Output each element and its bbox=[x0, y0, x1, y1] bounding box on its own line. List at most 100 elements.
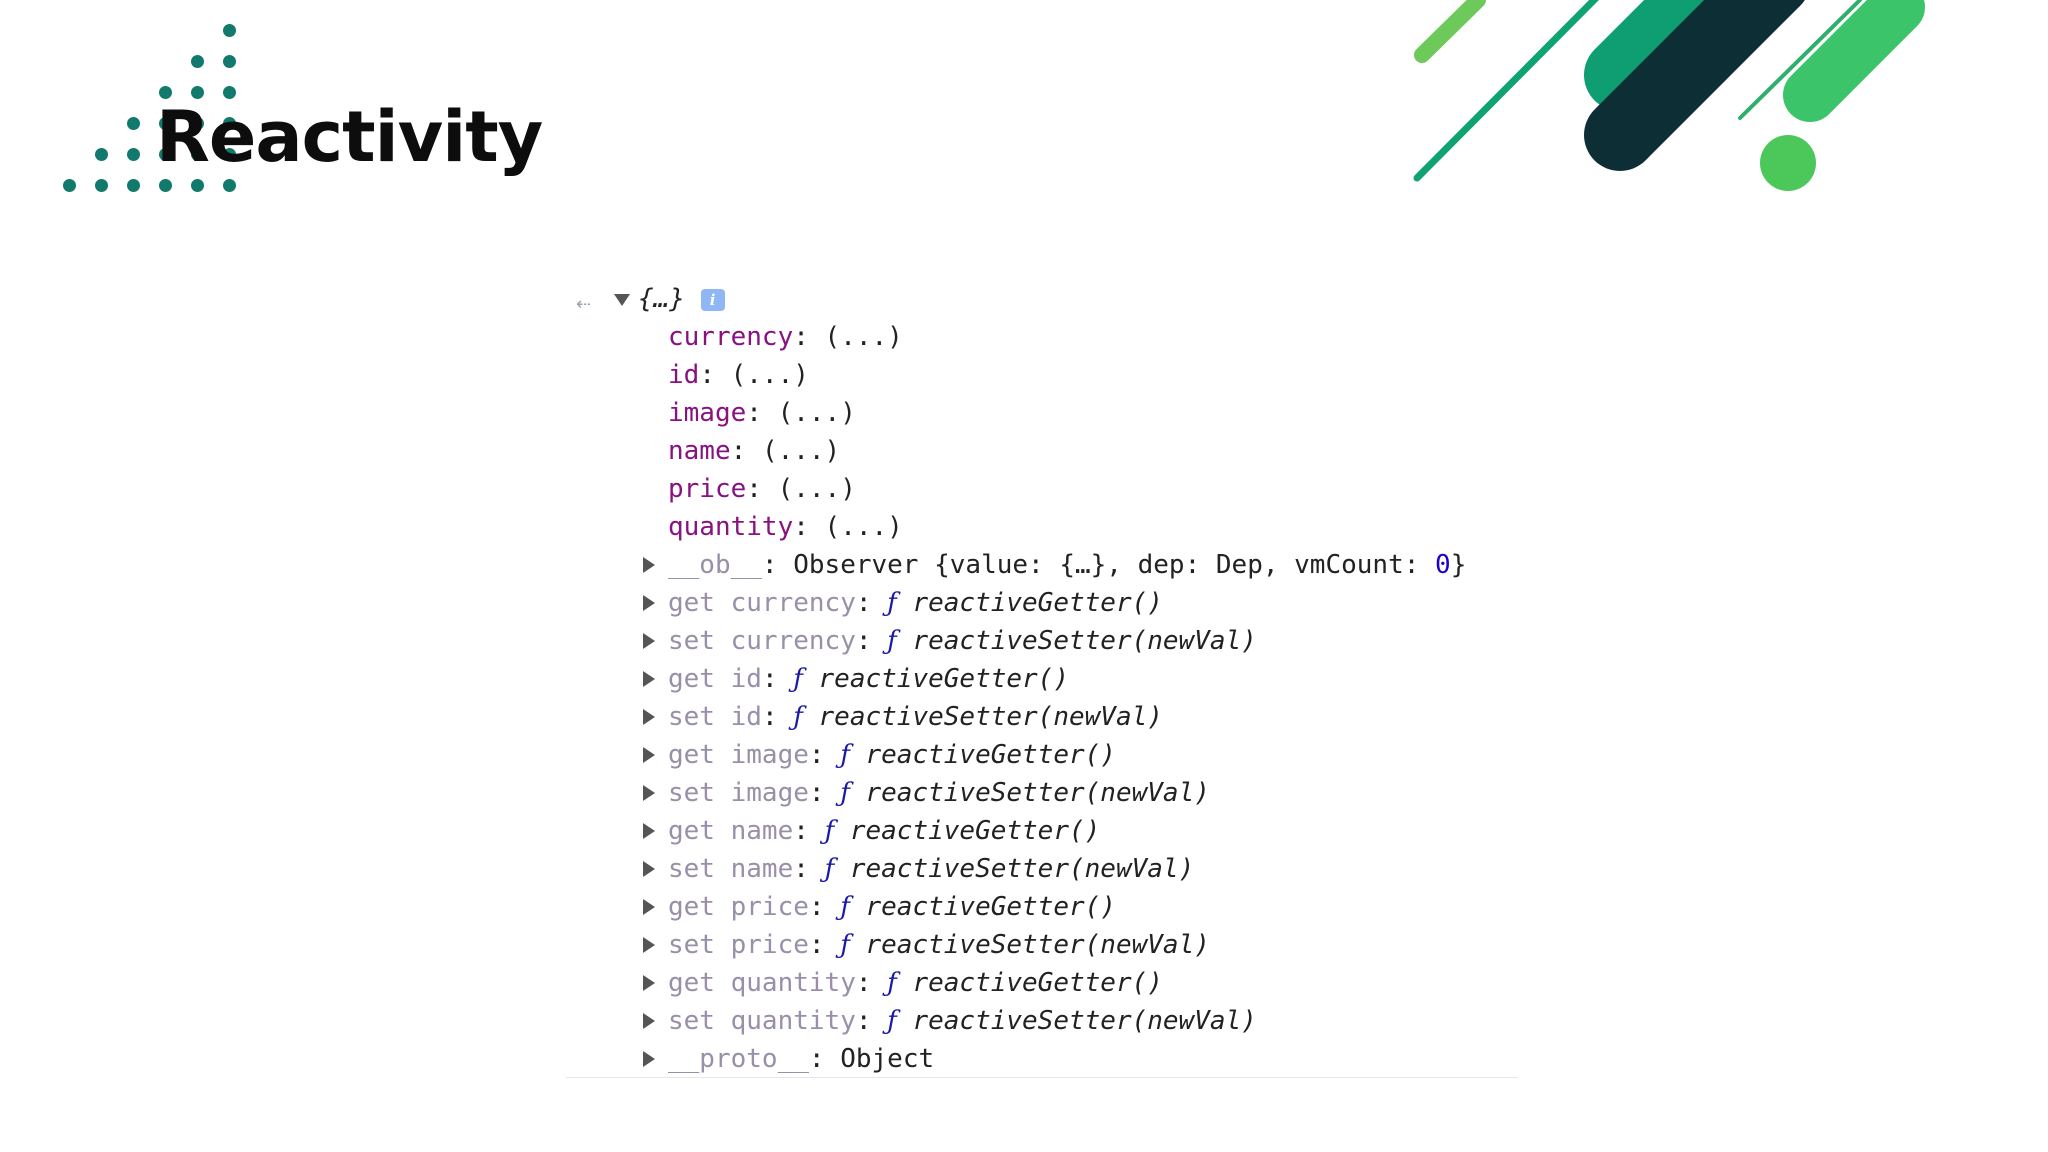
property-key: price bbox=[668, 474, 747, 504]
expand-triangle-icon[interactable] bbox=[643, 975, 655, 991]
property-key: quantity bbox=[668, 512, 794, 542]
decorative-dot bbox=[159, 86, 172, 99]
object-root-row[interactable]: ⇠ {…} i bbox=[566, 280, 766, 318]
accessor-name: image bbox=[730, 740, 809, 770]
property-colon: : bbox=[730, 436, 762, 466]
accessor-space bbox=[715, 588, 731, 618]
accessor-space bbox=[715, 854, 731, 884]
property-colon: : bbox=[793, 512, 825, 542]
property-row: currency: (...) bbox=[668, 318, 903, 356]
property-row: image: (...) bbox=[668, 394, 856, 432]
accessor-space bbox=[715, 626, 731, 656]
result-arrow-icon: ⇠ bbox=[576, 294, 592, 315]
observer-space bbox=[918, 550, 934, 580]
expandable-row[interactable]: set currency: ƒ reactiveSetter(newVal) bbox=[566, 622, 1466, 660]
accessor-function: reactiveSetter(newVal) bbox=[912, 626, 1257, 656]
expandable-row[interactable]: set name: ƒ reactiveSetter(newVal) bbox=[566, 850, 1466, 888]
expandable-row[interactable]: set price: ƒ reactiveSetter(newVal) bbox=[566, 926, 1466, 964]
accessor-space2 bbox=[897, 626, 913, 656]
function-symbol: ƒ bbox=[887, 626, 897, 656]
accessor-function: reactiveGetter() bbox=[865, 892, 1116, 922]
info-icon[interactable]: i bbox=[700, 288, 725, 311]
expandable-row[interactable]: __proto__: Object bbox=[566, 1040, 1466, 1078]
expandable-row[interactable]: set image: ƒ reactiveSetter(newVal) bbox=[566, 774, 1466, 812]
expand-triangle-icon[interactable] bbox=[643, 823, 655, 839]
accessor-function: reactiveSetter(newVal) bbox=[849, 854, 1195, 884]
decorative-dot bbox=[127, 117, 140, 130]
accessor-colon: : bbox=[793, 816, 825, 846]
expandable-row[interactable]: set quantity: ƒ reactiveSetter(newVal) bbox=[566, 1002, 1466, 1040]
expand-triangle-icon[interactable] bbox=[643, 633, 655, 649]
accessor-prefix: set bbox=[668, 778, 715, 808]
accessor-prefix: set bbox=[668, 930, 715, 960]
expand-triangle-icon[interactable] bbox=[643, 595, 655, 611]
decorative-dot bbox=[95, 148, 108, 161]
decorative-dot bbox=[127, 148, 140, 161]
expand-triangle-icon[interactable] bbox=[643, 557, 655, 573]
property-value[interactable]: (...) bbox=[824, 512, 903, 542]
accessor-colon: : bbox=[855, 968, 888, 998]
expandable-row[interactable]: __ob__: Observer {value: {…}, dep: Dep, … bbox=[566, 546, 1466, 584]
accessor-prefix: set bbox=[668, 1006, 715, 1036]
property-value[interactable]: (...) bbox=[761, 436, 841, 466]
expandable-row[interactable]: set id: ƒ reactiveSetter(newVal) bbox=[566, 698, 1466, 736]
decorative-dot bbox=[191, 117, 204, 130]
expand-triangle-icon[interactable] bbox=[643, 671, 655, 687]
expand-triangle-icon[interactable] bbox=[643, 1013, 655, 1029]
accessor-function: reactiveGetter() bbox=[912, 588, 1163, 618]
accessor-space bbox=[715, 740, 731, 770]
accessor-colon: : bbox=[761, 664, 794, 694]
expandable-row[interactable]: get quantity: ƒ reactiveGetter() bbox=[566, 964, 1466, 1002]
accessor-space2 bbox=[850, 892, 866, 922]
expand-triangle-icon[interactable] bbox=[643, 785, 655, 801]
accessor-name: currency bbox=[730, 588, 856, 618]
expandable-row[interactable]: get id: ƒ reactiveGetter() bbox=[566, 660, 1466, 698]
property-value[interactable]: (...) bbox=[824, 322, 903, 352]
expand-triangle-icon[interactable] bbox=[643, 1051, 655, 1067]
expandable-row[interactable]: get currency: ƒ reactiveGetter() bbox=[566, 584, 1466, 622]
expand-triangle-icon[interactable] bbox=[643, 747, 655, 763]
decorative-dot bbox=[223, 179, 236, 192]
property-value[interactable]: (...) bbox=[777, 398, 856, 428]
accessor-colon: : bbox=[808, 740, 841, 770]
decorative-dot bbox=[191, 179, 204, 192]
function-symbol: ƒ bbox=[840, 740, 850, 770]
accessor-prefix: set bbox=[668, 626, 715, 656]
decorative-dot bbox=[223, 117, 236, 130]
accessor-function: reactiveGetter() bbox=[865, 740, 1116, 770]
accessor-name: name bbox=[730, 816, 794, 846]
decorative-dot bbox=[191, 148, 204, 161]
expand-triangle-icon[interactable] bbox=[643, 899, 655, 915]
accessor-space bbox=[715, 702, 731, 732]
property-value[interactable]: (...) bbox=[777, 474, 856, 504]
expandable-row[interactable]: get image: ƒ reactiveGetter() bbox=[566, 736, 1466, 774]
accessor-function: reactiveGetter() bbox=[849, 816, 1101, 846]
accessor-prefix: set bbox=[668, 854, 715, 884]
expandable-row[interactable]: get price: ƒ reactiveGetter() bbox=[566, 888, 1466, 926]
expand-triangle-icon[interactable] bbox=[643, 709, 655, 725]
decorative-dot bbox=[223, 24, 236, 37]
accessor-function: reactiveGetter() bbox=[912, 968, 1163, 998]
expandable-row[interactable]: get name: ƒ reactiveGetter() bbox=[566, 812, 1466, 850]
expand-triangle-icon[interactable] bbox=[643, 937, 655, 953]
accessor-space2 bbox=[850, 740, 866, 770]
function-symbol: ƒ bbox=[793, 702, 803, 732]
property-row: id: (...) bbox=[668, 356, 809, 394]
function-symbol: ƒ bbox=[824, 816, 835, 846]
accessor-name: name bbox=[730, 854, 794, 884]
expand-triangle-icon[interactable] bbox=[643, 861, 655, 877]
property-value[interactable]: (...) bbox=[730, 360, 809, 390]
accessor-colon: : bbox=[793, 854, 825, 884]
accessor-space bbox=[715, 892, 731, 922]
decorative-dot bbox=[127, 179, 140, 192]
accessor-function: reactiveSetter(newVal) bbox=[818, 702, 1163, 732]
accessor-space bbox=[715, 816, 731, 846]
accessor-name: image bbox=[730, 778, 809, 808]
accessor-colon: : bbox=[761, 702, 794, 732]
collapse-triangle-icon[interactable] bbox=[614, 294, 630, 306]
decorative-dot-triangle bbox=[60, 24, 260, 214]
accessor-prefix: get bbox=[668, 892, 715, 922]
accessor-prefix: get bbox=[668, 816, 715, 846]
function-symbol: ƒ bbox=[887, 1006, 897, 1036]
